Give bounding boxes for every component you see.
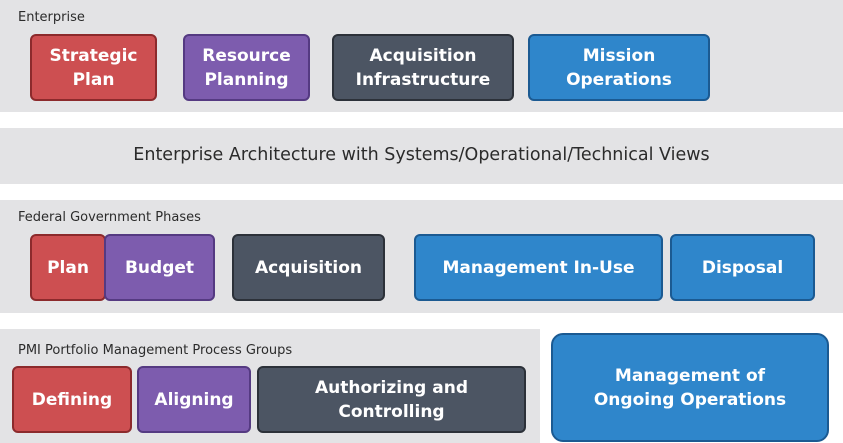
strategic-plan-box: Strategic Plan [30,34,157,101]
acquisition-infrastructure-box: Acquisition Infrastructure [332,34,514,101]
resource-planning-box: Resource Planning [183,34,310,101]
architecture-band [0,128,843,184]
ongoing-operations-box: Management of Ongoing Operations [551,333,829,442]
pmi-label: PMI Portfolio Management Process Groups [18,343,293,358]
plan-box: Plan [30,234,106,301]
authorizing-controlling-box: Authorizing and Controlling [257,366,526,433]
aligning-box: Aligning [137,366,251,433]
architecture-label: Enterprise Architecture with Systems/Ope… [133,145,710,165]
acquisition-box: Acquisition [232,234,385,301]
budget-box: Budget [104,234,215,301]
mission-operations-box: Mission Operations [528,34,710,101]
defining-box: Defining [12,366,132,433]
disposal-box: Disposal [670,234,815,301]
federal-label: Federal Government Phases [18,210,201,225]
management-in-use-box: Management In-Use [414,234,663,301]
enterprise-label: Enterprise [18,10,85,25]
